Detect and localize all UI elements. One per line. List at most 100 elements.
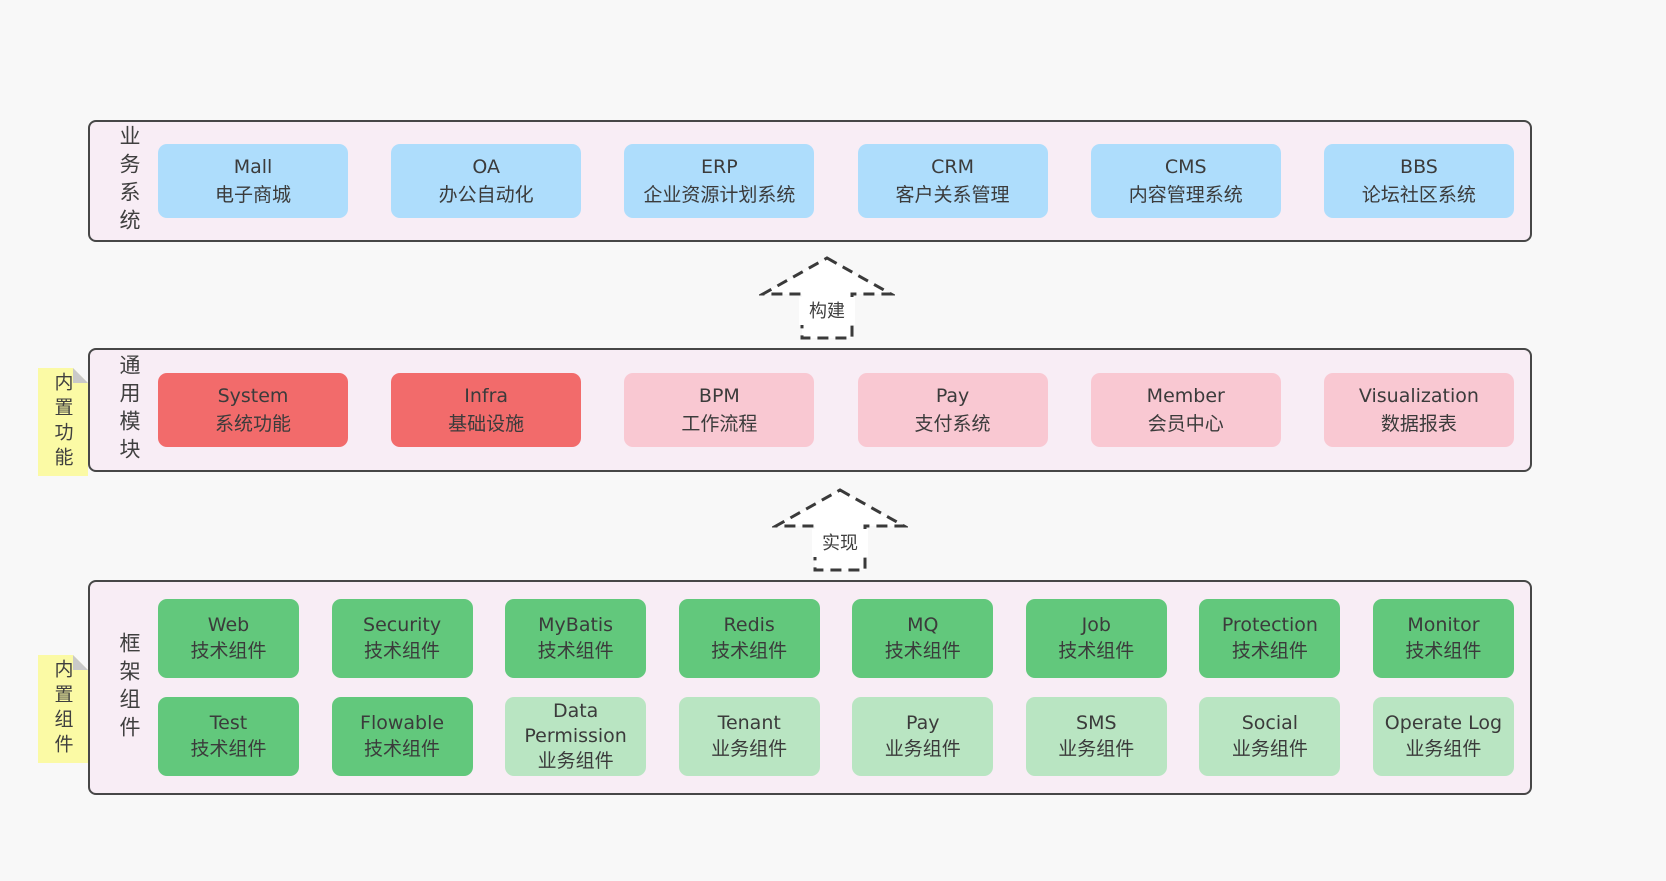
box-system: System 系统功能 — [158, 373, 348, 447]
box-name: SMS — [1076, 712, 1117, 735]
box-desc: 技术组件 — [364, 639, 441, 662]
up-arrow-icon: 构建 — [759, 256, 895, 340]
sticky-note-built-in-features: 内置功能 — [38, 368, 88, 476]
box-sms: SMS 业务组件 — [1025, 697, 1167, 776]
box-desc: 企业资源计划系统 — [643, 184, 796, 206]
box-bpm: BPM 工作流程 — [624, 373, 815, 447]
box-security: Security 技术组件 — [331, 599, 473, 678]
box-cms: CMS 内容管理系统 — [1090, 144, 1281, 218]
business-systems-panel: 业务系统 Mall 电子商城 OA 办公自动化 ERP 企业资源计划系统 CRM… — [88, 120, 1532, 242]
box-desc: 技术组件 — [1405, 639, 1482, 662]
box-operate-log: Operate Log 业务组件 — [1372, 697, 1514, 776]
box-pay: Pay 支付系统 — [857, 373, 1048, 447]
box-desc: 技术组件 — [190, 737, 267, 760]
box-monitor: Monitor 技术组件 — [1372, 599, 1514, 678]
box-desc: 业务组件 — [1058, 737, 1135, 760]
box-name: Protection — [1221, 614, 1318, 637]
box-job: Job 技术组件 — [1025, 599, 1167, 678]
components-row-2: Test 技术组件 Flowable 技术组件 Data Permission … — [158, 697, 1514, 776]
box-visualization: Visualization 数据报表 — [1323, 373, 1514, 447]
box-desc: 业务组件 — [711, 737, 788, 760]
business-systems-boxes: Mall 电子商城 OA 办公自动化 ERP 企业资源计划系统 CRM 客户关系… — [158, 144, 1514, 218]
business-systems-label: 业务系统 — [117, 125, 141, 237]
box-name: OA — [472, 155, 500, 178]
box-name: Flowable — [360, 712, 445, 735]
box-name: Operate Log — [1384, 712, 1503, 735]
sticky-note-label: 内置功能 — [51, 372, 74, 472]
box-name: Pay — [906, 712, 940, 735]
box-desc: 技术组件 — [1058, 639, 1135, 662]
box-desc: 技术组件 — [1231, 639, 1308, 662]
box-name: Social — [1241, 712, 1299, 735]
box-name: MQ — [907, 614, 939, 637]
framework-components-boxes: Web 技术组件 Security 技术组件 MyBatis 技术组件 Redi… — [158, 599, 1514, 776]
box-name: Redis — [723, 614, 775, 637]
folded-corner — [73, 368, 88, 383]
box-desc: 电子商城 — [214, 184, 291, 206]
box-name: Test — [209, 712, 248, 735]
box-mall: Mall 电子商城 — [158, 144, 348, 218]
box-desc: 支付系统 — [914, 413, 991, 435]
box-desc: 论坛社区系统 — [1361, 184, 1476, 206]
box-desc: 业务组件 — [537, 750, 614, 773]
box-tenant: Tenant 业务组件 — [678, 697, 820, 776]
box-flowable: Flowable 技术组件 — [331, 697, 473, 776]
box-name: Security — [363, 614, 442, 637]
box-desc: 技术组件 — [711, 639, 788, 662]
box-desc: 业务组件 — [884, 737, 961, 760]
box-name: Member — [1146, 384, 1225, 407]
box-name: ERP — [701, 155, 738, 178]
build-arrow-label: 构建 — [809, 301, 845, 322]
box-test: Test 技术组件 — [158, 697, 299, 776]
box-desc: 技术组件 — [364, 737, 441, 760]
box-name: CRM — [931, 155, 974, 178]
box-desc: 会员中心 — [1147, 413, 1224, 435]
box-pay-component: Pay 业务组件 — [852, 697, 994, 776]
implement-arrow: 实现 — [772, 487, 908, 573]
box-member: Member 会员中心 — [1090, 373, 1281, 447]
box-desc: 办公自动化 — [438, 184, 534, 206]
framework-components-panel: 框架组件 Web 技术组件 Security 技术组件 MyBatis 技术组件… — [88, 580, 1532, 795]
box-name: CMS — [1164, 155, 1207, 178]
box-desc: 技术组件 — [884, 639, 961, 662]
common-modules-panel: 通用模块 System 系统功能 Infra 基础设施 BPM 工作流程 Pay… — [88, 348, 1532, 472]
box-desc: 数据报表 — [1380, 413, 1457, 435]
box-name: Mall — [233, 155, 273, 178]
build-arrow: 构建 — [759, 255, 895, 341]
sticky-note-built-in-components: 内置组件 — [38, 655, 88, 763]
box-protection: Protection 技术组件 — [1199, 599, 1341, 678]
box-desc: 工作流程 — [681, 413, 758, 435]
box-name: System — [217, 384, 289, 407]
box-name: Infra — [464, 384, 509, 407]
box-desc: 基础设施 — [448, 413, 525, 435]
box-desc: 技术组件 — [537, 639, 614, 662]
box-desc: 客户关系管理 — [895, 184, 1010, 206]
box-name: Monitor — [1407, 614, 1480, 637]
box-web: Web 技术组件 — [158, 599, 299, 678]
implement-arrow-label: 实现 — [822, 533, 858, 554]
box-desc: 技术组件 — [190, 639, 267, 662]
box-name: Visualization — [1358, 384, 1479, 407]
box-bbs: BBS 论坛社区系统 — [1323, 144, 1514, 218]
box-name: BPM — [698, 384, 740, 407]
box-name: Web — [207, 614, 250, 637]
box-name: Tenant — [717, 712, 781, 735]
box-desc: 业务组件 — [1231, 737, 1308, 760]
box-desc: 系统功能 — [214, 413, 291, 435]
box-name: Pay — [935, 384, 970, 407]
up-arrow-icon: 实现 — [772, 488, 908, 572]
box-erp: ERP 企业资源计划系统 — [624, 144, 815, 218]
sticky-note-label: 内置组件 — [51, 659, 74, 759]
box-data-permission: Data Permission 业务组件 — [505, 697, 647, 776]
box-mq: MQ 技术组件 — [852, 599, 994, 678]
box-crm: CRM 客户关系管理 — [857, 144, 1048, 218]
box-oa: OA 办公自动化 — [391, 144, 582, 218]
box-redis: Redis 技术组件 — [678, 599, 820, 678]
box-name: Job — [1081, 614, 1111, 637]
components-row-1: Web 技术组件 Security 技术组件 MyBatis 技术组件 Redi… — [158, 599, 1514, 678]
box-infra: Infra 基础设施 — [391, 373, 582, 447]
box-social: Social 业务组件 — [1199, 697, 1341, 776]
folded-corner — [73, 655, 88, 670]
box-name: BBS — [1400, 155, 1438, 178]
